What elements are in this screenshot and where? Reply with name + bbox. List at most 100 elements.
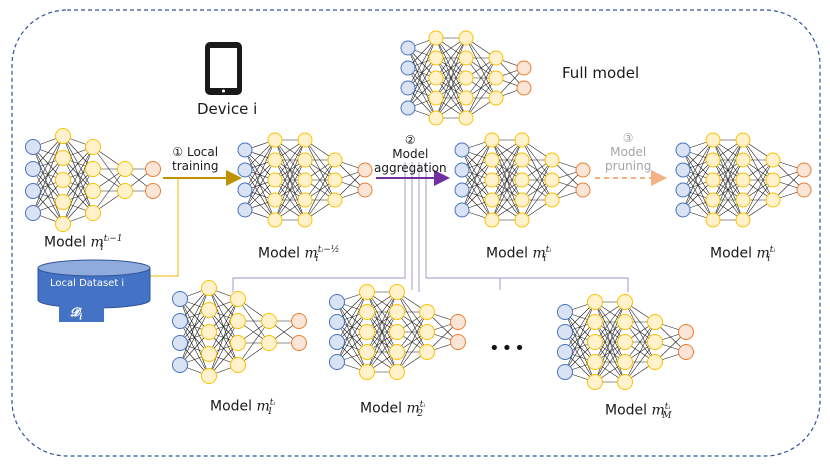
hidden-node <box>359 364 375 380</box>
network-edge <box>712 139 744 181</box>
hidden-node <box>458 30 474 46</box>
network-edge <box>742 179 774 221</box>
network-edge <box>491 139 523 181</box>
step1-label: ① Local training <box>172 145 219 173</box>
hidden-node <box>230 313 246 329</box>
input-node <box>25 139 41 155</box>
network-edge <box>274 159 306 221</box>
net-M <box>557 294 694 390</box>
input-node <box>400 100 416 116</box>
network-edge <box>62 146 94 225</box>
hidden-node <box>327 192 343 208</box>
hidden-node <box>587 314 603 330</box>
network-edge <box>594 301 626 363</box>
network-edge <box>179 287 210 344</box>
hidden-node <box>735 212 751 228</box>
output-node <box>516 60 532 76</box>
network-edge <box>491 159 523 221</box>
hidden-node <box>359 344 375 360</box>
input-node <box>25 161 41 177</box>
input-node <box>329 334 345 350</box>
output-node <box>796 182 812 198</box>
hidden-node <box>297 152 313 168</box>
net-agg <box>454 132 591 228</box>
tablet-icon <box>205 42 242 95</box>
connector-lines <box>150 162 629 292</box>
hidden-node <box>85 205 101 221</box>
output-node <box>575 182 591 198</box>
dataset-label: Local Dataset i <box>50 278 125 289</box>
hidden-node <box>359 304 375 320</box>
network-edge <box>366 291 398 353</box>
network-edge <box>564 301 596 353</box>
network-edge <box>208 320 239 377</box>
hidden-node <box>85 183 101 199</box>
hidden-node <box>230 291 246 307</box>
network-edge <box>32 135 64 192</box>
hidden-node <box>428 30 444 46</box>
network-edge <box>712 139 744 201</box>
network-edge <box>304 179 336 221</box>
input-node <box>400 80 416 96</box>
input-node <box>400 60 416 76</box>
network-edge <box>564 321 596 373</box>
network-edge <box>407 37 437 89</box>
hidden-node <box>484 132 500 148</box>
network-edge <box>465 77 497 119</box>
output-node <box>145 183 161 199</box>
hidden-node <box>117 161 133 177</box>
output-node <box>450 314 466 330</box>
hidden-node <box>389 284 405 300</box>
network-edge <box>465 57 497 119</box>
outer-dashed-border <box>11 9 821 457</box>
model-half-label: Model mtᵢ−½i <box>258 245 340 265</box>
input-node <box>557 304 573 320</box>
hidden-node <box>735 152 751 168</box>
output-node <box>357 182 373 198</box>
hidden-node <box>544 192 560 208</box>
hidden-node <box>544 172 560 188</box>
input-node <box>25 205 41 221</box>
hidden-node <box>765 192 781 208</box>
hidden-node <box>267 132 283 148</box>
hidden-node <box>484 152 500 168</box>
hidden-node <box>85 139 101 155</box>
network-edge <box>742 159 774 201</box>
hidden-node <box>389 364 405 380</box>
network-edge <box>336 291 368 363</box>
hidden-node <box>488 70 504 86</box>
hidden-node <box>201 280 217 296</box>
dataset-to-training-line <box>150 178 179 277</box>
network-edge <box>491 139 523 221</box>
input-node <box>675 142 691 158</box>
hidden-node <box>261 313 277 329</box>
output-node <box>796 162 812 178</box>
hidden-node <box>488 90 504 106</box>
net-1 <box>172 280 307 384</box>
hidden-node <box>617 334 633 350</box>
hidden-node <box>705 192 721 208</box>
output-node <box>575 162 591 178</box>
input-node <box>557 324 573 340</box>
output-node <box>357 162 373 178</box>
hidden-node <box>735 132 751 148</box>
network-edge <box>92 168 126 214</box>
network-edge <box>274 139 306 181</box>
input-node <box>172 357 188 373</box>
input-node <box>675 162 691 178</box>
input-node <box>172 335 188 351</box>
input-node <box>172 313 188 329</box>
input-node <box>172 291 188 307</box>
output-node <box>678 324 694 340</box>
neural-networks <box>25 30 812 390</box>
input-node <box>329 354 345 370</box>
network-edge <box>682 159 714 211</box>
output-node <box>450 334 466 350</box>
network-edge <box>594 321 626 383</box>
hidden-node <box>55 128 71 144</box>
network-edge <box>244 139 276 191</box>
network-edge <box>304 159 336 201</box>
network-edge <box>237 320 270 366</box>
network-edge <box>712 179 744 221</box>
hidden-node <box>201 346 217 362</box>
